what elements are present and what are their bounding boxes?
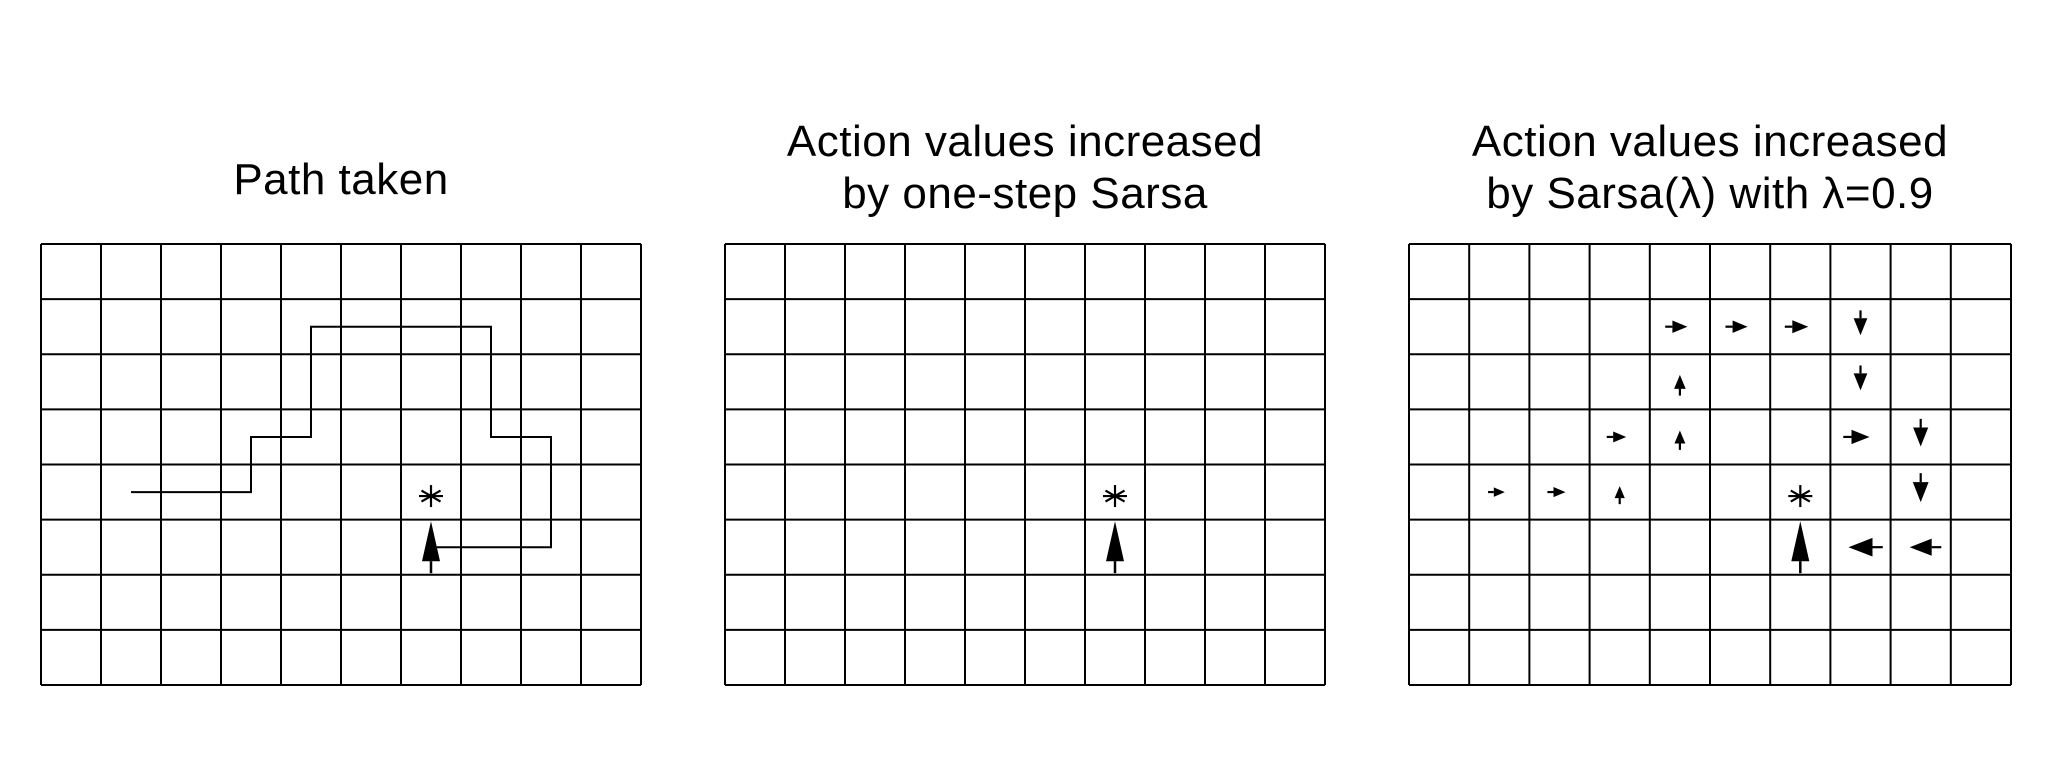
arrow-head xyxy=(1613,431,1627,443)
action-arrow-icon xyxy=(1912,473,1929,503)
arrow-head xyxy=(1672,320,1688,333)
arrow-head xyxy=(1106,521,1124,562)
action-arrow-icon xyxy=(1791,521,1810,574)
action-arrow-icon xyxy=(1853,310,1868,336)
arrow-head xyxy=(1913,427,1929,447)
arrow-head xyxy=(1853,318,1868,336)
arrow-head xyxy=(1792,320,1809,334)
panel-title: Action values increased by Sarsa(λ) with… xyxy=(1408,116,2012,220)
arrow-head xyxy=(1851,429,1870,445)
action-arrow-icon xyxy=(422,521,440,574)
action-arrow-icon xyxy=(1674,374,1686,396)
arrow-head xyxy=(1732,320,1748,333)
action-arrow-icon xyxy=(1547,486,1566,498)
action-arrow-icon xyxy=(1488,487,1505,497)
arrow-head xyxy=(1909,538,1932,556)
arrow-head xyxy=(1853,373,1868,391)
action-arrow-icon xyxy=(1848,537,1883,557)
action-arrow-icon xyxy=(1725,320,1748,333)
arrow-head xyxy=(1791,521,1810,562)
arrow-head xyxy=(1848,537,1873,557)
title-line: Action values increased xyxy=(1471,117,1949,166)
panel-one-step-sarsa: Action values increased by one-step Sars… xyxy=(724,0,1326,766)
gridworld-one-step-sarsa xyxy=(724,243,1326,686)
action-arrow-icon xyxy=(1674,430,1686,450)
arrow-head xyxy=(1912,482,1929,503)
action-arrow-icon xyxy=(1843,429,1870,445)
panel-title: Action values increased by one-step Sars… xyxy=(724,116,1326,220)
gridworld-sarsa-lambda xyxy=(1408,243,2012,686)
panel-sarsa-lambda: Action values increased by Sarsa(λ) with… xyxy=(1408,0,2012,766)
action-arrow-icon xyxy=(1913,418,1929,447)
title-line: Action values increased xyxy=(786,117,1264,166)
title-line: by Sarsa(λ) with λ=0.9 xyxy=(1486,169,1934,218)
path-line xyxy=(131,325,552,549)
action-arrow-icon xyxy=(1909,538,1942,556)
arrow-head xyxy=(1674,374,1686,389)
title-line: by one-step Sarsa xyxy=(842,169,1208,218)
panel-path-taken: Path taken xyxy=(40,0,642,766)
action-arrow-icon xyxy=(1606,431,1627,443)
panel-title: Path taken xyxy=(40,154,642,206)
goal-asterisk-icon xyxy=(419,485,443,508)
gridworld-path-taken xyxy=(40,243,642,686)
arrow-head xyxy=(1553,486,1566,498)
action-arrow-icon xyxy=(1614,486,1625,505)
action-arrow-icon xyxy=(1784,320,1809,334)
arrow-head xyxy=(422,521,440,562)
action-arrow-icon xyxy=(1665,320,1688,333)
action-arrow-icon xyxy=(1106,521,1124,574)
arrow-head xyxy=(1614,486,1625,499)
title-line: Path taken xyxy=(233,155,449,204)
arrow-head xyxy=(1674,430,1686,444)
goal-asterisk-icon xyxy=(1103,485,1127,508)
arrow-head xyxy=(1493,487,1505,497)
goal-asterisk-icon xyxy=(1788,485,1813,508)
action-arrow-icon xyxy=(1853,365,1868,391)
